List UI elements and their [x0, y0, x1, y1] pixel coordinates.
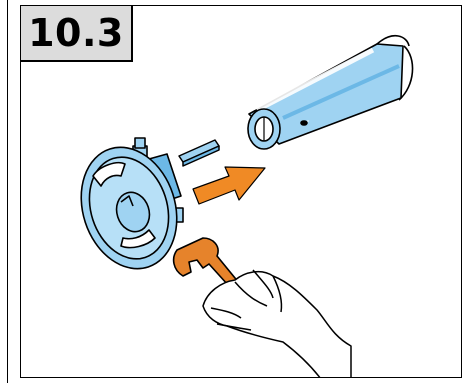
step-number-badge: 10.3 — [21, 6, 133, 62]
hand-icon — [203, 270, 351, 378]
adjacent-panel-edge — [0, 0, 8, 383]
key-icon — [179, 140, 219, 166]
tube-icon — [248, 36, 413, 149]
instruction-panel: 10.3 — [20, 5, 462, 378]
arrow-icon — [193, 167, 265, 204]
